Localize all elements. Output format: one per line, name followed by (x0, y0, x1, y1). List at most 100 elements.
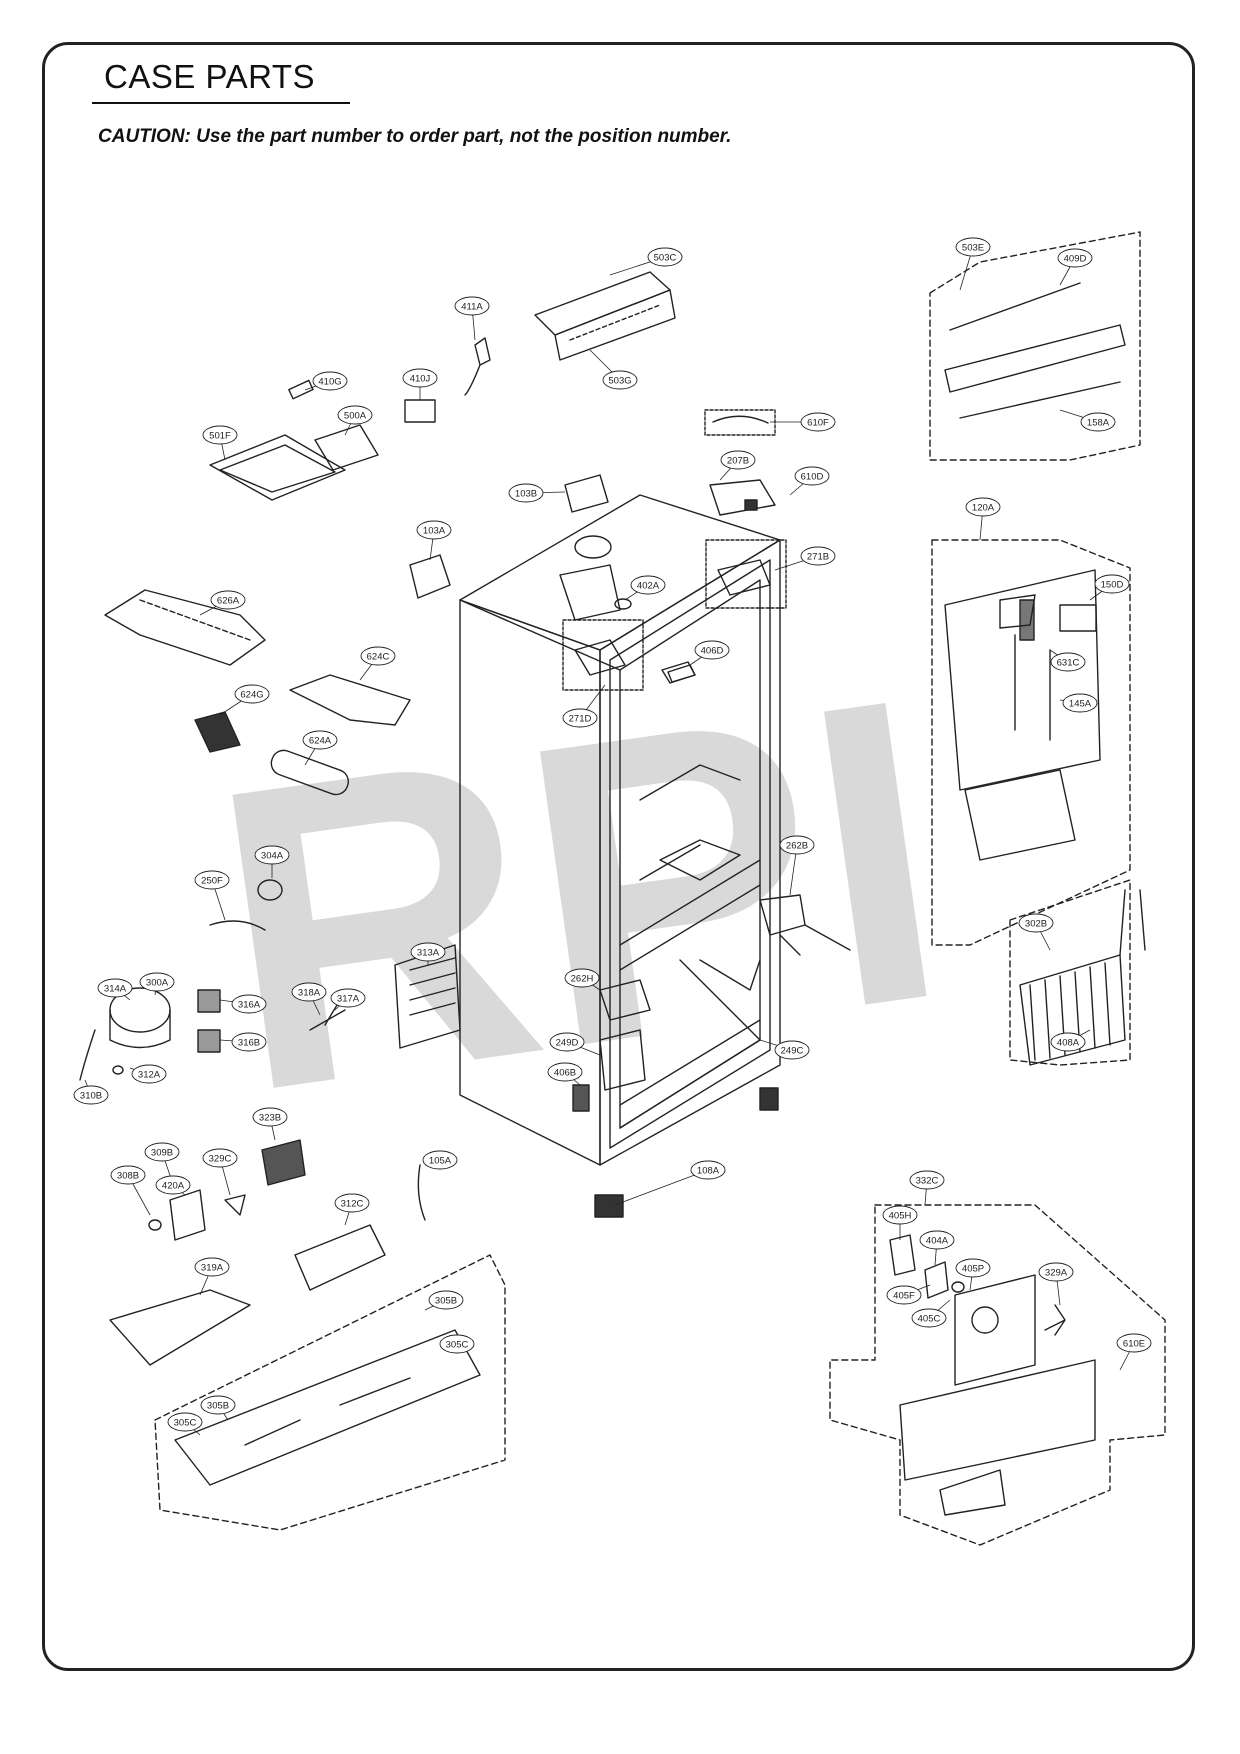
part-label: 310B (73, 1079, 109, 1105)
part-label: 250F (194, 870, 230, 921)
part-number-text: 501F (209, 431, 231, 442)
caution-note: CAUTION: Use the part number to order pa… (98, 126, 732, 147)
part-number-text: 249D (556, 1038, 579, 1049)
label-bubble (410, 942, 446, 962)
part-number-text: 158A (1087, 418, 1110, 429)
label-bubble (647, 247, 683, 267)
part-label: 271D (562, 684, 606, 728)
part-label: 249C (759, 1039, 810, 1060)
part-number-text: 503C (654, 253, 677, 264)
part-number-text: 503G (608, 376, 631, 387)
part-number-text: 411A (461, 302, 483, 313)
part-number-text: 249C (781, 1046, 804, 1057)
part-number-text: 405C (918, 1314, 941, 1325)
label-bubble (549, 1032, 585, 1052)
part-label: 145A (1059, 693, 1098, 713)
part-label: 103A (416, 520, 452, 561)
part-number-text: 150D (1101, 580, 1124, 591)
part-number-text: 624C (367, 652, 390, 663)
fan-part-329c (224, 1194, 246, 1216)
sensor-wire (209, 920, 266, 931)
label-bubble (252, 1107, 288, 1127)
label-bubble (882, 1205, 918, 1225)
page-title: CASE PARTS (104, 58, 316, 95)
part-label: 610F (770, 412, 836, 432)
switch-part-406d (661, 661, 696, 684)
label-bubble (110, 1165, 146, 1185)
part-label: 305C (167, 1412, 203, 1436)
part-number-text: 305B (207, 1401, 229, 1412)
part-label: 626A (199, 590, 246, 616)
part-label: 624A (302, 730, 338, 766)
part-number-text: 409D (1064, 254, 1087, 265)
screw-part-308b (148, 1219, 162, 1231)
part-label: 120A (965, 497, 1001, 541)
part-label: 308B (110, 1165, 151, 1216)
label-bubble (422, 1150, 458, 1170)
part-number-text: 329A (1045, 1268, 1068, 1279)
part-label: 313A (410, 942, 446, 965)
part-number-text: 262B (786, 841, 808, 852)
part-number-text: 310B (80, 1091, 102, 1102)
part-label: 300A (139, 972, 175, 996)
part-number-text: 332C (916, 1176, 939, 1187)
label-bubble (508, 483, 544, 503)
lamp-cover-part (209, 434, 346, 501)
label-bubble (416, 520, 452, 540)
label-bubble (694, 640, 730, 660)
part-number-text: 103A (423, 526, 446, 537)
label-bubble (254, 845, 290, 865)
label-bubble (337, 405, 373, 425)
label-bubble (562, 708, 598, 728)
label-bubble (454, 296, 490, 316)
label-bubble (360, 646, 396, 666)
part-label: 304A (254, 845, 290, 878)
fan-assembly-group (829, 1204, 1166, 1546)
part-number-text: 302B (1025, 919, 1047, 930)
part-number-text: 503E (962, 243, 984, 254)
part-label: 405H (882, 1205, 918, 1240)
compressor-group (79, 987, 171, 1081)
part-label: 501F (202, 425, 238, 461)
part-label: 314A (97, 978, 133, 1001)
part-label: 410G (304, 371, 348, 391)
label-bubble (955, 1258, 991, 1278)
part-label: 624C (359, 646, 396, 681)
title-underline (92, 102, 350, 104)
fan-motor-part (169, 1189, 206, 1241)
label-bubble (231, 994, 267, 1014)
part-number-text: 304A (261, 851, 284, 862)
part-label: 105A (422, 1150, 458, 1170)
part-label: 329C (202, 1148, 238, 1196)
label-bubble (97, 978, 133, 998)
label-bubble (602, 370, 638, 390)
part-label: 207B (719, 450, 756, 481)
label-bubble (800, 412, 836, 432)
top-hinge-assembly (559, 479, 787, 691)
part-number-text: 402A (637, 581, 660, 592)
part-number-text: 120A (972, 503, 995, 514)
harness-wire (712, 415, 769, 424)
label-bubble (202, 1148, 238, 1168)
label-bubble (439, 1334, 475, 1354)
label-bubble (1057, 248, 1093, 268)
label-bubble (690, 1160, 726, 1180)
thermistor-part (257, 879, 283, 901)
part-number-text: 404A (926, 1236, 949, 1247)
part-label: 312A (129, 1064, 167, 1084)
part-number-text: 312A (138, 1070, 161, 1081)
filter-head-part (194, 711, 241, 753)
part-label: 305B (200, 1395, 236, 1421)
part-label: 305B (424, 1290, 464, 1311)
part-number-text: 408A (1057, 1038, 1080, 1049)
part-label: 323B (252, 1107, 288, 1141)
part-label: 312C (334, 1193, 370, 1226)
part-number-text: 108A (697, 1166, 720, 1177)
part-number-text: 313A (417, 948, 440, 959)
gray-swatch-316b (197, 1029, 221, 1053)
part-label: 262H (564, 968, 601, 991)
part-number-text: 410J (410, 374, 431, 385)
label-bubble (202, 425, 238, 445)
part-label: 316B (219, 1032, 267, 1052)
label-bubble (1080, 412, 1116, 432)
